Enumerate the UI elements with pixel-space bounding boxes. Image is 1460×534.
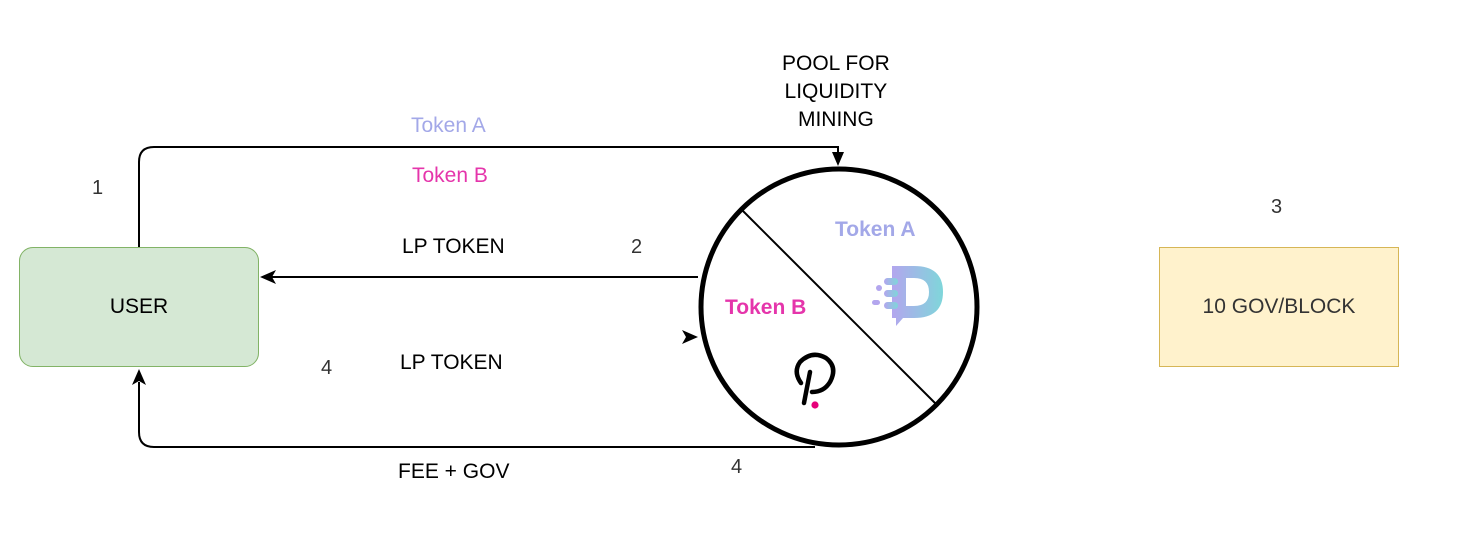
gov-per-block-node: 10 GOV/BLOCK [1159, 247, 1399, 367]
arrowhead-lp-in [682, 330, 698, 344]
step-2-label: 2 [631, 236, 643, 258]
edge-token-a-label: Token A [411, 114, 486, 137]
user-box-fill [19, 247, 259, 367]
pool-title-line: MINING [797, 108, 874, 131]
edge-deposit [138, 146, 839, 247]
edge-token-b-label: Token B [412, 164, 488, 187]
lp-out-label: LP TOKEN [402, 235, 505, 258]
pool-token-b-label: Token B [725, 296, 807, 319]
step-4-lp-label: 4 [321, 357, 333, 379]
pool-title-line: LIQUIDITY [784, 80, 888, 103]
gov-node-label: 10 GOV/BLOCK [1202, 295, 1356, 318]
user-node: USER [19, 247, 259, 367]
step-1-label: 1 [92, 177, 104, 199]
pool-title: POOL FOR LIQUIDITY MINING [782, 50, 890, 134]
pool-title-line: POOL FOR [782, 52, 890, 75]
edge-reward [138, 382, 815, 448]
pool-divider [742, 210, 937, 405]
lp-in-label: LP TOKEN [400, 351, 503, 374]
dego-d-logo-icon [872, 266, 943, 326]
user-node-label: USER [109, 295, 169, 318]
gov-box-fill [1159, 247, 1399, 367]
pool-token-a-label: Token A [835, 218, 916, 241]
arrowhead-lp-out [260, 270, 276, 284]
polkadot-logo-icon [794, 352, 836, 409]
step-3-label: 3 [1271, 196, 1283, 218]
reward-label: FEE + GOV [398, 460, 510, 483]
arrowhead-reward [132, 369, 146, 385]
step-4-reward-label: 4 [731, 456, 743, 478]
arrowhead-deposit [832, 152, 844, 166]
